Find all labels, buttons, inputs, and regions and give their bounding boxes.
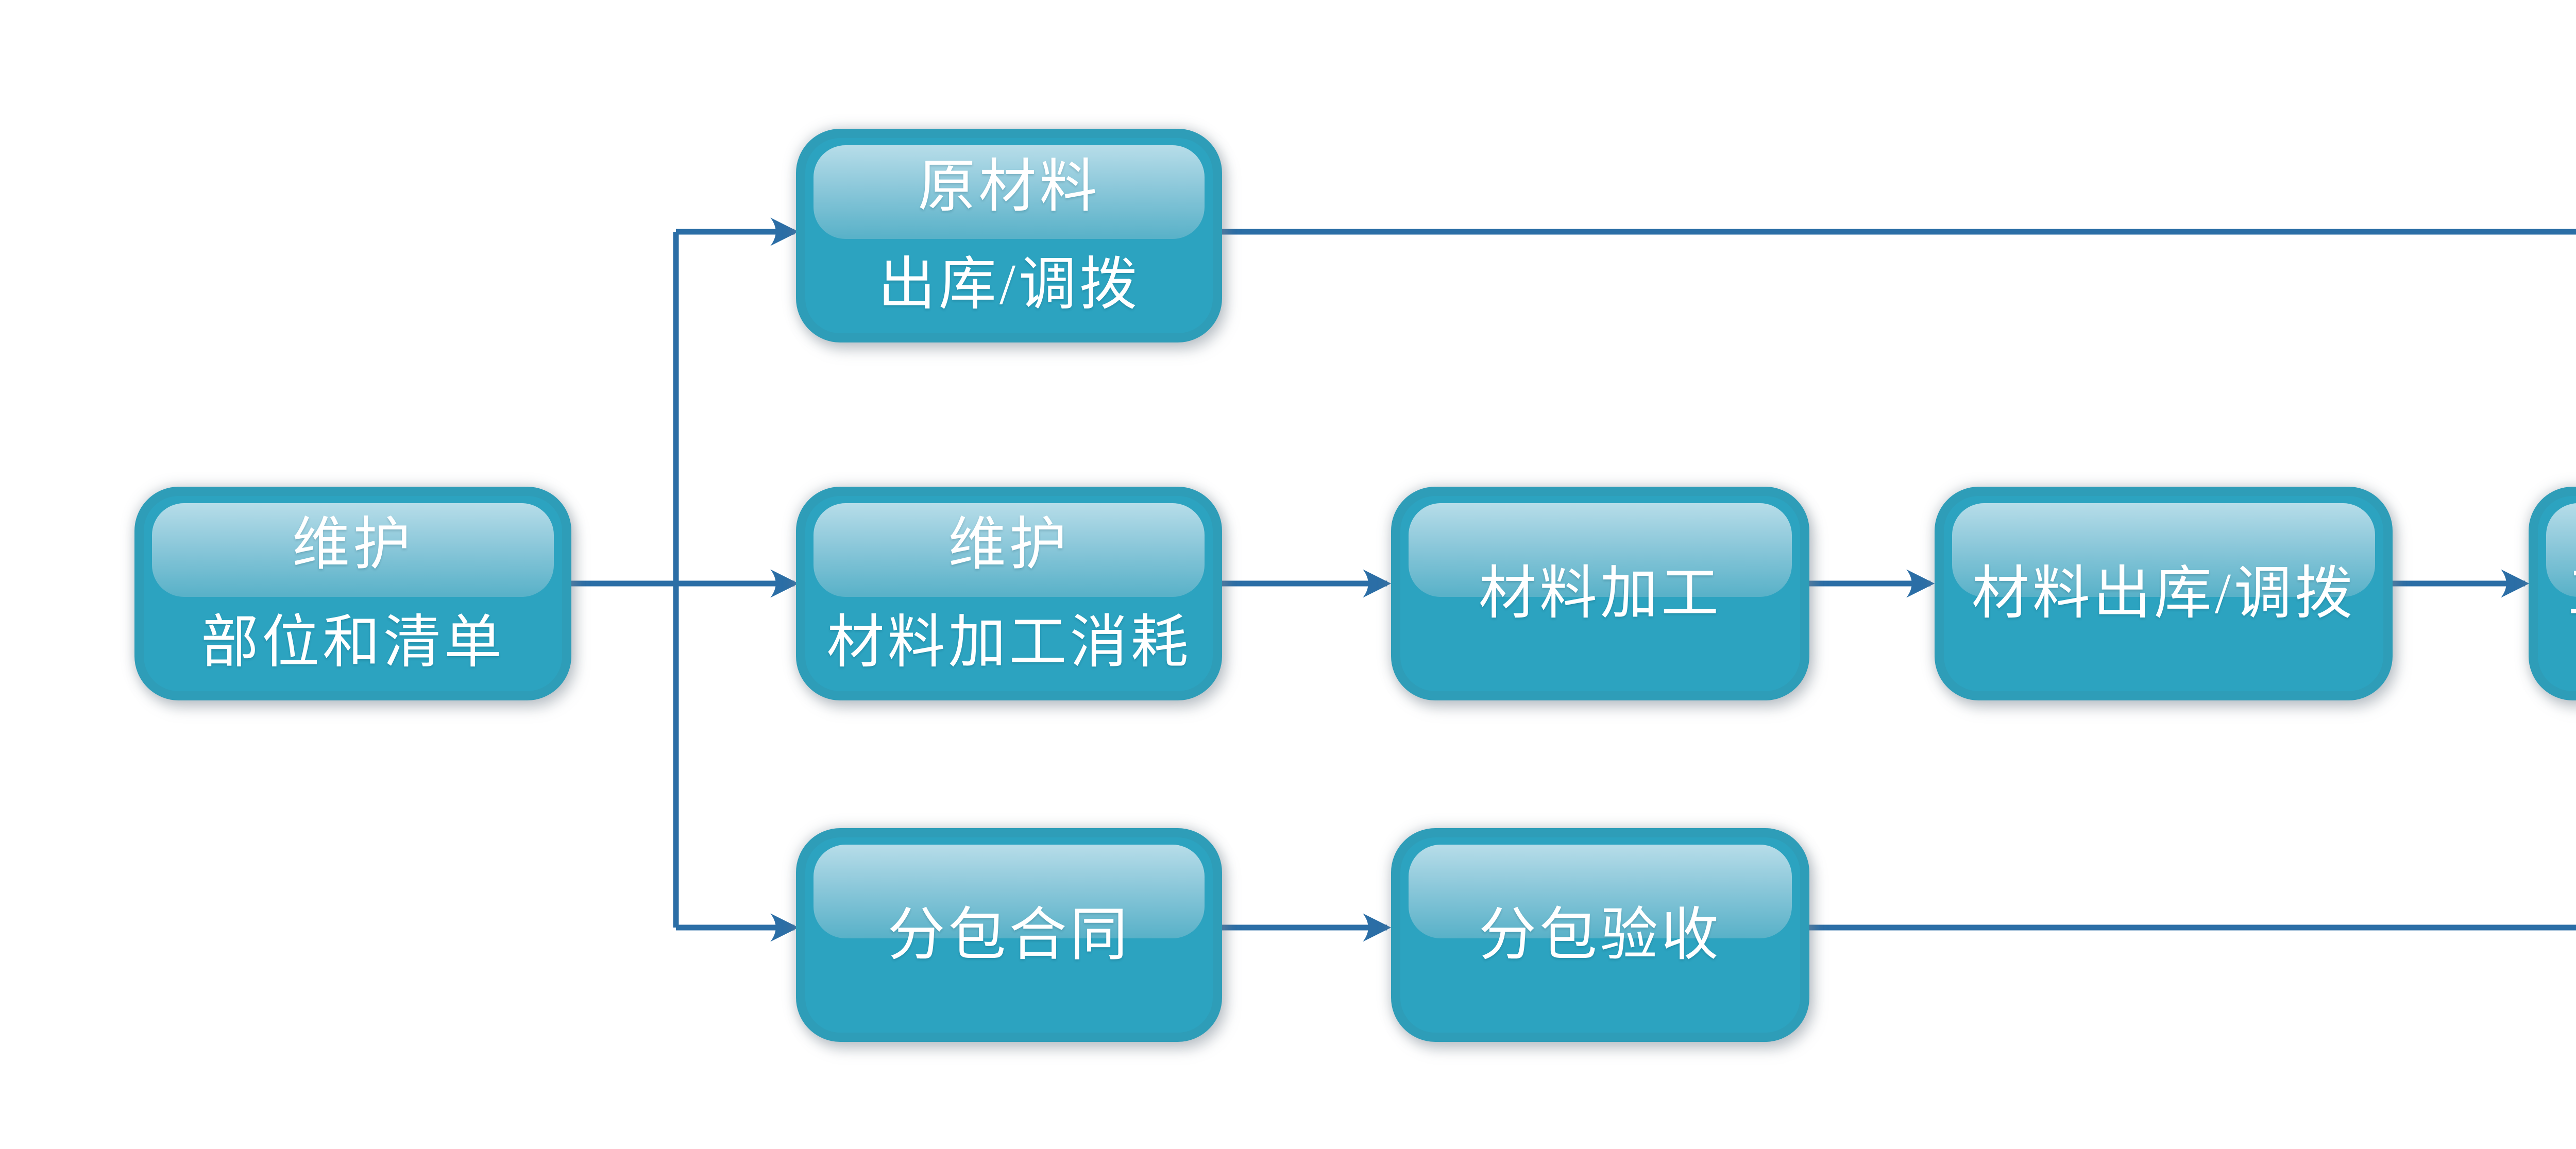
node-label: 维护 部位和清单 <box>201 512 505 675</box>
node-project-progress-analysis: 工程进度分析 <box>2529 487 2576 700</box>
node-maintenance-material-consumption: 维护 材料加工消耗 <box>796 487 1222 700</box>
node-label: 分包验收 <box>1479 903 1722 967</box>
node-subcontract-acceptance: 分包验收 <box>1391 828 1809 1042</box>
node-label: 工程进度分析 <box>2568 545 2576 643</box>
node-material-outbound-transfer: 材料出库/调拨 <box>1935 487 2393 700</box>
node-label: 材料出库/调拨 <box>1971 561 2356 626</box>
edge-acceptance-to-progress <box>1809 924 2576 931</box>
node-material-processing: 材料加工 <box>1391 487 1809 700</box>
node-maintenance-parts-list: 维护 部位和清单 <box>134 487 571 700</box>
edge-raw-material-to-progress <box>1222 229 2576 235</box>
node-label: 分包合同 <box>887 903 1131 967</box>
node-label: 原材料 出库/调拨 <box>877 155 1141 317</box>
node-raw-material-outbound-transfer: 原材料 出库/调拨 <box>796 129 1222 342</box>
node-label: 维护 材料加工消耗 <box>826 512 1192 675</box>
node-label: 材料加工 <box>1479 561 1722 626</box>
node-subcontract-contract: 分包合同 <box>796 828 1222 1042</box>
